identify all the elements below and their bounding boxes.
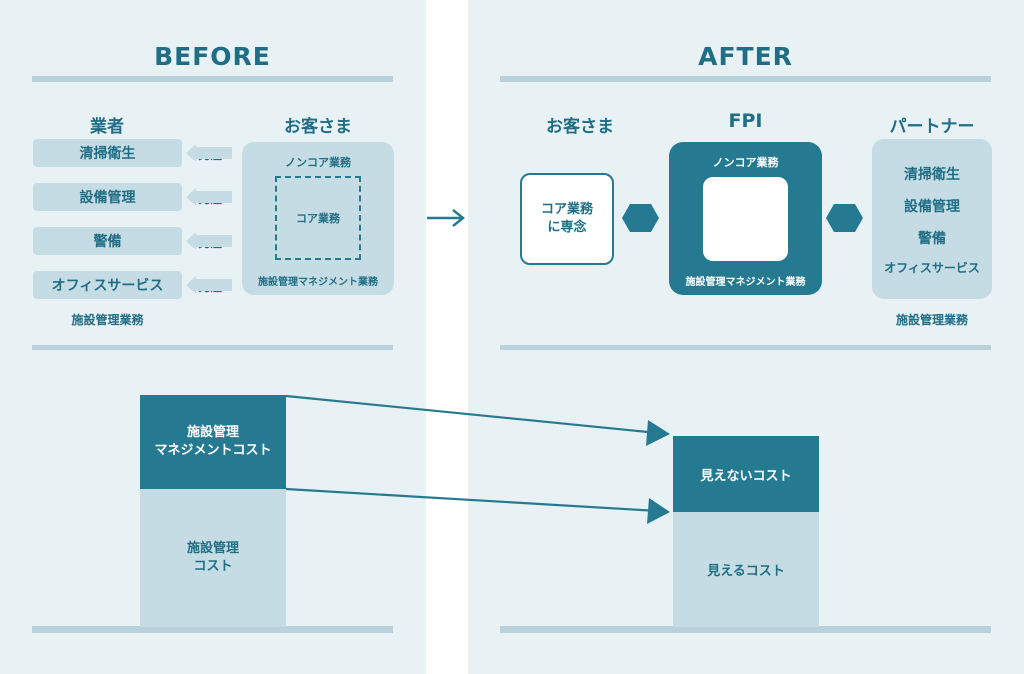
- cost-arrow-lower-head: [647, 498, 670, 524]
- partner-service-security: 警備: [918, 231, 946, 247]
- before-top-rule: [32, 76, 393, 82]
- core-dashed-box: コア業務: [275, 176, 361, 260]
- transition-arrow-icon: [427, 209, 466, 227]
- order-arrows: [186, 144, 232, 294]
- after-mid-rule: [500, 345, 991, 350]
- before-bottom-rule: [32, 626, 393, 633]
- fpi-mgmt-label: 施設管理マネジメント業務: [685, 277, 806, 288]
- cost-arrows: [285, 394, 670, 524]
- service-office: オフィスサービス: [33, 271, 182, 299]
- before-cost-mgmt-line2: マネジメントコスト: [154, 443, 272, 458]
- service-facility: 設備管理: [33, 183, 182, 211]
- partner-service-facility: 設備管理: [904, 199, 960, 215]
- after-cost-visible-label: 見えるコスト: [707, 564, 785, 579]
- after-title: AFTER: [698, 42, 793, 71]
- core-label: コア業務: [296, 212, 340, 225]
- hexagon-connector-left-icon: [622, 204, 659, 232]
- after-cost-hidden-label: 見えないコスト: [700, 468, 792, 484]
- partner-header: パートナー: [889, 117, 975, 137]
- service-cleaning: 清掃衛生: [33, 139, 182, 167]
- before-customer-box: [242, 142, 394, 295]
- service-security: 警備: [33, 227, 182, 255]
- cost-arrow-upper-line: [285, 394, 659, 435]
- core-focus-line2: に専念: [547, 220, 587, 235]
- cost-arrow-lower-line: [285, 487, 659, 513]
- partner-service-cleaning: 清掃衛生: [904, 167, 960, 183]
- before-cost-facility-line1: 施設管理: [186, 541, 239, 556]
- before-noncore-label: ノンコア業務: [285, 156, 351, 169]
- fpi-header: FPI: [728, 110, 763, 132]
- order-arrow-1: [186, 144, 232, 162]
- after-bottom-rule: [500, 626, 991, 633]
- before-mgmt-label: 施設管理マネジメント業務: [258, 277, 378, 288]
- cost-arrow-upper-head: [646, 420, 670, 446]
- order-arrow-4: [186, 276, 232, 294]
- after-cost-visible-bar: 見えるコスト: [673, 512, 819, 627]
- partner-service-office: オフィスサービス: [884, 261, 980, 275]
- fpi-inner-core: [703, 177, 788, 261]
- before-cost-facility-line2: コスト: [193, 559, 233, 574]
- partner-box: [872, 139, 992, 299]
- fpi-noncore-label: ノンコア業務: [712, 156, 779, 169]
- before-cost-facility-bar: 施設管理 コスト: [140, 489, 286, 627]
- before-mid-rule: [32, 345, 393, 350]
- vendor-footer: 施設管理業務: [71, 313, 144, 327]
- order-arrow-3: [186, 232, 232, 250]
- vendor-header: 業者: [90, 117, 124, 137]
- after-cost-hidden-bar: 見えないコスト: [673, 436, 819, 512]
- after-top-rule: [500, 76, 991, 82]
- core-focus-box: コア業務 に専念: [520, 173, 614, 265]
- before-customer-header: お客さま: [284, 117, 352, 137]
- hexagon-connector-right-icon: [826, 204, 863, 232]
- core-focus-line1: コア業務: [540, 202, 593, 217]
- partner-footer: 施設管理業務: [895, 313, 968, 327]
- before-cost-mgmt-line1: 施設管理: [186, 425, 239, 440]
- before-title: BEFORE: [154, 42, 271, 71]
- after-customer-header: お客さま: [546, 117, 614, 137]
- before-cost-mgmt-bar: 施設管理 マネジメントコスト: [140, 395, 286, 489]
- order-arrow-2: [186, 188, 232, 206]
